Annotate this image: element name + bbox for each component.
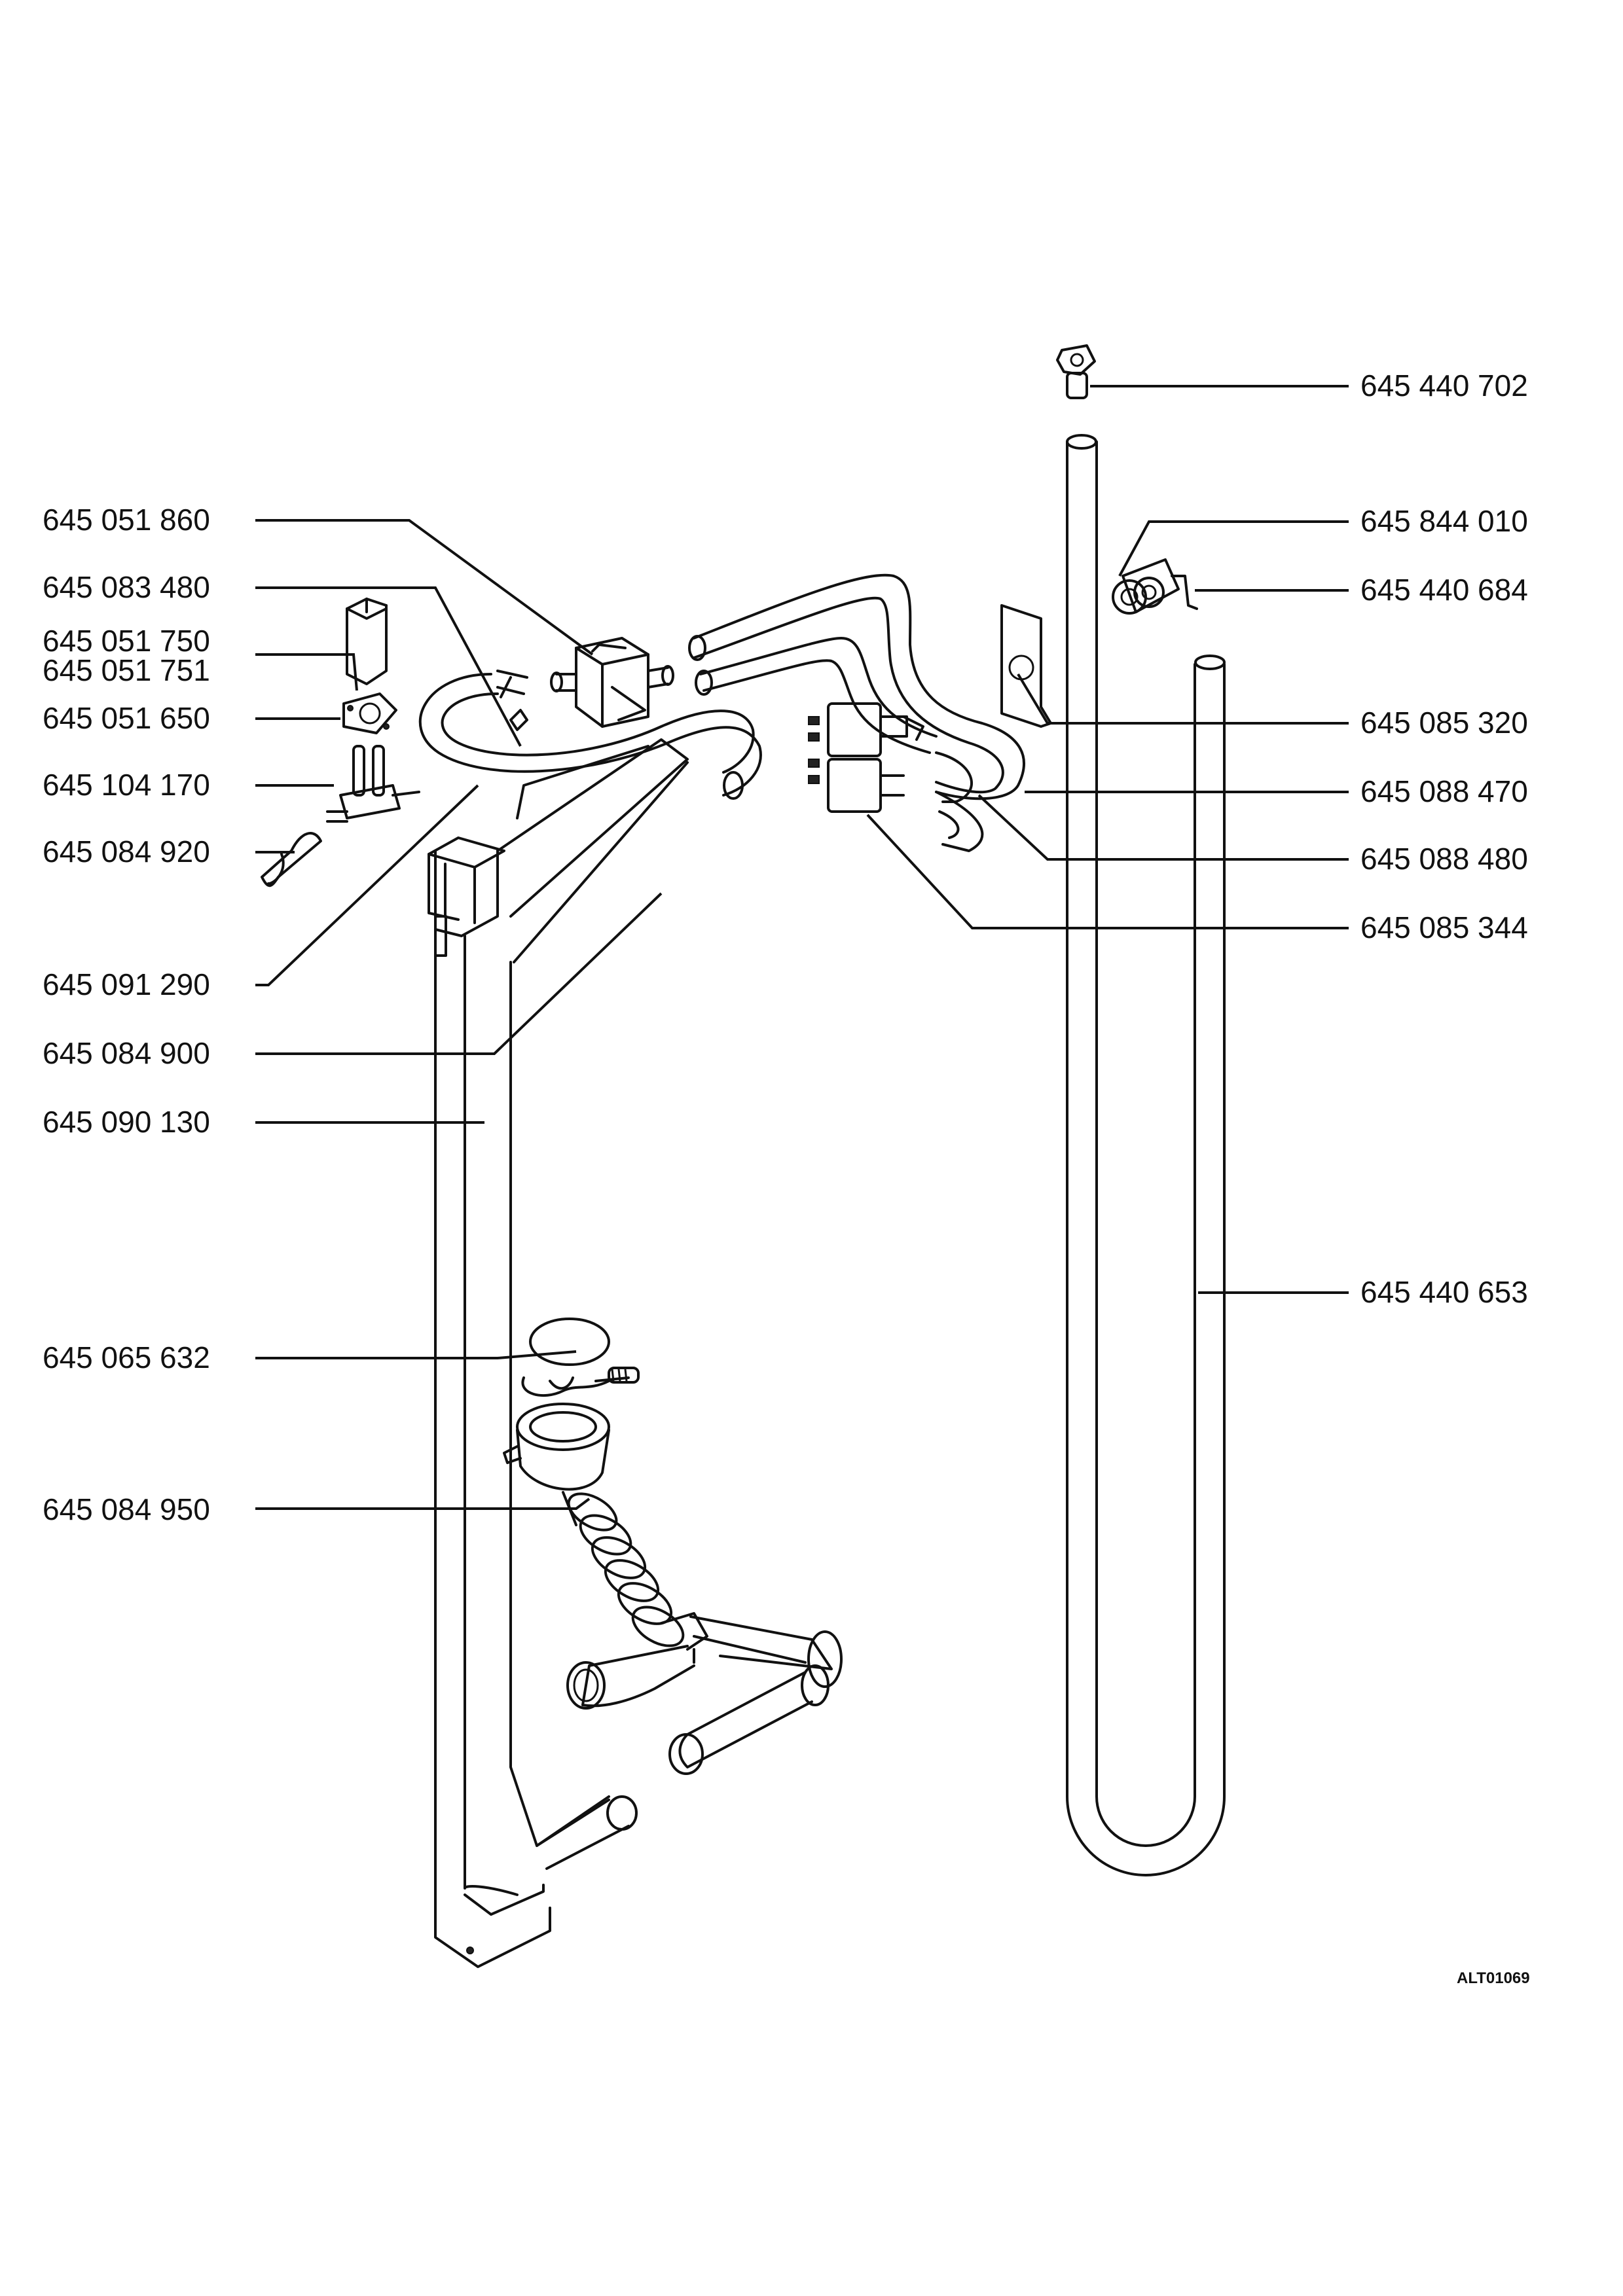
part-label-645088480: 645 088 480	[1360, 842, 1528, 876]
corrugated-hose	[567, 1492, 685, 1647]
part-label-645051751: 645 051 751	[43, 653, 210, 687]
hose-645083480	[418, 673, 762, 800]
part-label-645065632: 645 065 632	[43, 1340, 210, 1374]
tube-645090130	[434, 738, 689, 1968]
leader-lines-right	[866, 385, 1349, 1294]
part-label-645084920: 645 084 920	[43, 834, 210, 869]
hose-bend-645088480	[935, 751, 984, 852]
elbow-connector-645440684	[1112, 558, 1198, 615]
leader-lines-left	[255, 519, 663, 1510]
t-piece	[566, 1612, 843, 1775]
part-label-645083480: 645 083 480	[43, 570, 210, 604]
flange-645051650	[342, 692, 397, 734]
bracket-645085320	[1000, 604, 1052, 728]
part-label-645091290: 645 091 290	[43, 967, 210, 1001]
part-label-645084950: 645 084 950	[43, 1492, 210, 1526]
part-label-645440702: 645 440 702	[1360, 368, 1528, 403]
part-label-645085320: 645 085 320	[1360, 706, 1528, 740]
cap-645440702	[1056, 344, 1096, 399]
sump-645084950	[503, 1403, 610, 1526]
u-tube-645440653	[1066, 434, 1226, 1876]
part-label-645090130: 645 090 130	[43, 1105, 210, 1139]
hose-645088470	[688, 573, 1025, 800]
block-645091290	[428, 745, 649, 957]
part-label-645844010: 645 844 010	[1360, 504, 1528, 538]
drawing-code: ALT01069	[1457, 1969, 1530, 1987]
part-label-645051750: 645 051 750	[43, 624, 210, 658]
clamp-645065632	[521, 1318, 640, 1397]
hose-645084920	[261, 832, 322, 888]
distributor-645104170	[326, 745, 420, 823]
part-label-645440653: 645 440 653	[1360, 1275, 1528, 1309]
bracket-645051750	[346, 598, 388, 685]
part-label-645084900: 645 084 900	[43, 1036, 210, 1070]
short-tubes	[496, 670, 528, 731]
part-label-645440684: 645 440 684	[1360, 573, 1528, 607]
valve-645085344	[808, 702, 924, 813]
part-label-645051860: 645 051 860	[43, 503, 210, 537]
part-label-645088470: 645 088 470	[1360, 774, 1528, 808]
valve-block-645051860	[550, 637, 674, 728]
part-label-645104170: 645 104 170	[43, 768, 210, 802]
part-label-645051650: 645 051 650	[43, 701, 210, 735]
part-label-645085344: 645 085 344	[1360, 910, 1528, 944]
